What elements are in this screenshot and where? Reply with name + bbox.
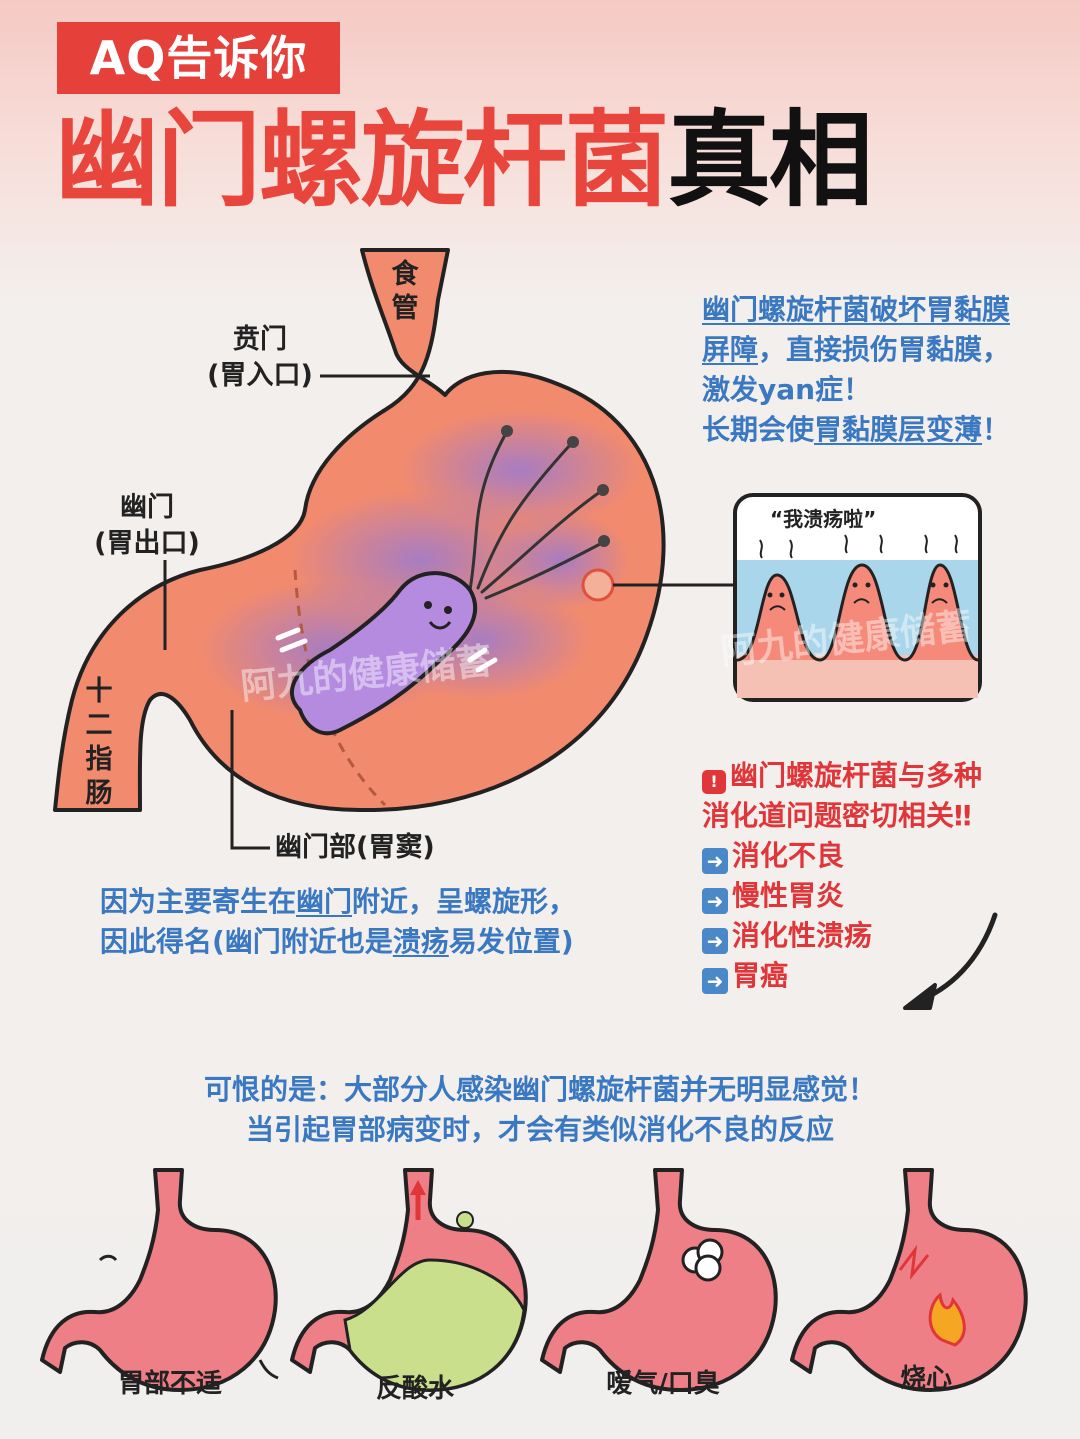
symptom-2-stomach: [290, 1168, 528, 1392]
note-bottom: 因为主要寄生在幽门附近，呈螺旋形， 因此得名(幽门附近也是溃疡易发位置): [100, 882, 660, 962]
note-right-line4b: ！: [982, 413, 1011, 446]
arrow-right-icon: ➜: [702, 848, 728, 874]
note-bottom-line2a: 因此得名(幽门附近也是: [100, 925, 393, 958]
list-item: ➜胃癌: [702, 956, 1062, 996]
mucosa-inset: [733, 493, 982, 702]
symptom-label: 烧心: [899, 1364, 952, 1394]
note-right-line3: 激发yan症！: [702, 373, 872, 406]
disease-list: !幽门螺旋杆菌与多种 消化道问题密切相关‼ ➜消化不良 ➜慢性胃炎 ➜消化性溃疡…: [702, 756, 1062, 996]
title-red-part: 幽门螺旋杆菌: [55, 99, 669, 221]
pylorus-name: 幽门: [120, 492, 174, 523]
arrow-right-icon: ➜: [702, 968, 728, 994]
note-right-line4a: 长期会使: [702, 413, 815, 446]
symptom-4-stomach: [790, 1168, 1028, 1392]
title-black-part: 真相: [667, 99, 873, 221]
disease-heading1: 幽门螺旋杆菌与多种: [730, 759, 983, 792]
symptom-label: 胃部不适: [117, 1369, 222, 1399]
pylorus-label: 幽门 (胃出口): [82, 490, 212, 562]
ulcer-bubble: “我溃疡啦”: [770, 507, 877, 531]
summary-line2: 当引起胃部病变时，才会有类似消化不良的反应: [245, 1113, 834, 1146]
cardia-sub: (胃入口): [207, 360, 313, 391]
cardia-name: 贲门: [233, 324, 287, 355]
note-bottom-line1a: 因为主要寄生在: [100, 885, 297, 918]
symptom-label: 嗳气/口臭: [606, 1369, 720, 1399]
symptom-3-stomach: [540, 1168, 778, 1392]
fire-icon: [928, 1292, 966, 1347]
note-bottom-line1b: 附近，呈螺旋形，: [352, 885, 577, 918]
note-right-line1: 幽门螺旋杆菌破坏胃黏膜: [702, 293, 1011, 326]
note-right: 幽门螺旋杆菌破坏胃黏膜 屏障，直接损伤胃黏膜， 激发yan症！ 长期会使胃黏膜层…: [702, 290, 1062, 450]
bacteria: [289, 571, 478, 736]
list-item: ➜消化不良: [702, 836, 1062, 876]
list-item: ➜慢性胃炎: [702, 876, 1062, 916]
header-badge: AQ告诉你: [57, 22, 340, 94]
symptom-1-stomach: [40, 1168, 279, 1392]
siren-icon: !: [702, 770, 726, 794]
cardia-label: 贲门 (胃入口): [195, 322, 325, 394]
pylorus-sub: (胃出口): [94, 528, 200, 559]
note-right-line2-u: 屏障: [702, 333, 759, 366]
symptom-label: 反酸水: [375, 1374, 454, 1404]
page-title: 幽门螺旋杆菌真相: [55, 99, 873, 221]
antrum-label: 幽门部(胃窦): [275, 832, 435, 863]
arrow-right-icon: ➜: [702, 888, 728, 914]
esophagus-label: 食管: [391, 259, 419, 324]
note-bottom-line2b: 易发位置): [448, 925, 574, 958]
disease-heading2: 消化道问题密切相关‼: [702, 799, 972, 832]
summary: 可恨的是：大部分人感染幽门螺旋杆菌并无明显感觉！ 当引起胃部病变时，才会有类似消…: [0, 1070, 1080, 1150]
note-bottom-line2u: 溃疡: [392, 925, 449, 958]
note-right-line2: ，直接损伤胃黏膜，: [758, 333, 1011, 366]
summary-line1: 可恨的是：大部分人感染幽门螺旋杆菌并无明显感觉！: [203, 1073, 876, 1106]
duodenum-label: 十二指肠: [85, 676, 113, 809]
arrow-right-icon: ➜: [702, 928, 728, 954]
note-right-line4u: 胃黏膜层变薄: [814, 413, 983, 446]
list-item: ➜消化性溃疡: [702, 916, 1062, 956]
note-bottom-line1u: 幽门: [296, 885, 353, 918]
